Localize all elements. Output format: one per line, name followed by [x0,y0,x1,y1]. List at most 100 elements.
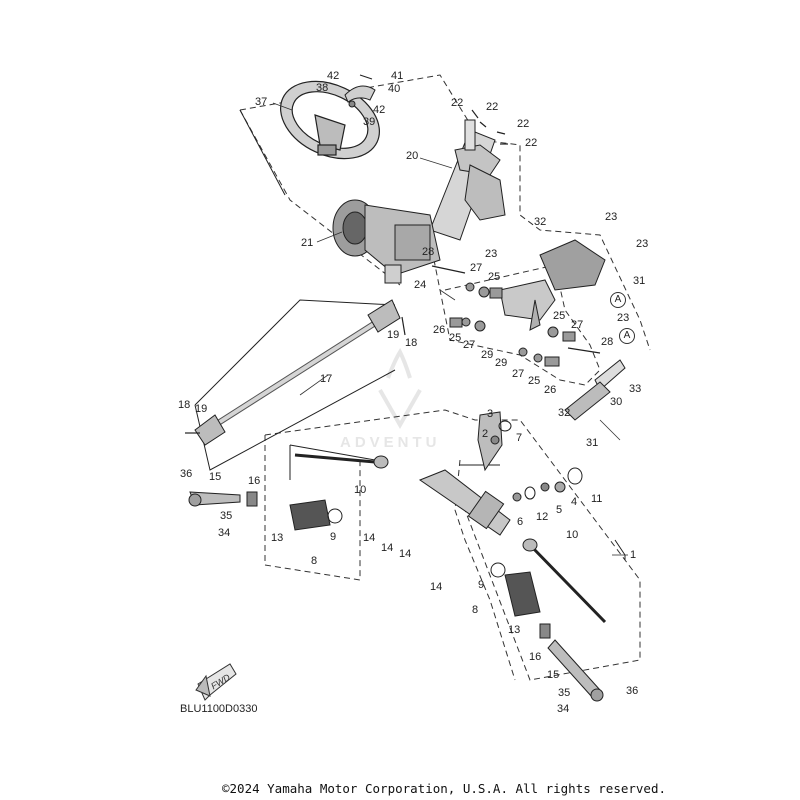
pedal-group-outline [429,239,601,386]
diagram-code: BLU1100D0330 [180,703,258,715]
callout-34: 34 [218,527,231,539]
callout-18: 18 [405,337,418,349]
callout-8: 8 [311,555,318,567]
reference-marker-a: A [610,292,626,308]
callout-29: 29 [495,357,508,369]
callout-28: 28 [601,336,614,348]
callout-33: 33 [629,383,642,395]
callout-22: 22 [451,97,464,109]
callout-8: 8 [472,604,479,616]
callout-26: 26 [544,384,557,396]
callout-32: 32 [534,216,547,228]
callout-15: 15 [547,669,560,681]
callout-27: 27 [463,339,476,351]
callout-21: 21 [301,237,314,249]
rack-boots [289,499,541,617]
callout-27: 27 [470,262,483,274]
callout-42: 42 [373,104,386,116]
callout-23: 23 [605,211,618,223]
callout-14: 14 [381,542,394,554]
bolts [185,109,601,434]
callout-34: 34 [557,703,570,715]
callout-24: 24 [414,279,427,291]
damper [564,359,626,421]
steering-wheel [280,80,380,160]
eps-unit [332,199,441,284]
callout-20: 20 [406,150,419,162]
callout-37: 37 [255,96,268,108]
callout-14: 14 [399,548,412,560]
callout-11: 11 [591,493,603,505]
tie-rods [294,453,607,624]
callout-22: 22 [486,101,499,113]
callout-35: 35 [220,510,233,522]
fwd-arrow: FWD [195,663,237,701]
callout-18: 18 [178,399,191,411]
callout-32: 32 [558,407,571,419]
rack-group-outline-left [264,435,361,581]
callout-15: 15 [209,471,222,483]
tie-rod-ends [188,491,604,702]
callout-6: 6 [517,516,524,528]
callout-2: 2 [482,428,489,440]
bushings [449,282,576,367]
callout-3: 3 [487,408,494,420]
washers [327,420,583,578]
callout-27: 27 [512,368,525,380]
callout-25: 25 [449,332,462,344]
leader-lines [272,102,628,556]
steering-column [429,119,506,241]
reference-marker-a: A [619,328,635,344]
copyright-notice: ©2024 Yamaha Motor Corporation, U.S.A. A… [222,781,667,796]
callout-9: 9 [330,531,337,543]
callout-7: 7 [516,432,523,444]
callout-27: 27 [571,319,584,331]
callout-19: 19 [387,329,400,341]
callout-13: 13 [271,532,284,544]
callout-16: 16 [248,475,261,487]
bushing-group-outline [444,264,601,371]
watermark-logo [378,347,422,430]
callout-5: 5 [556,504,563,516]
callout-17: 17 [320,373,333,385]
callout-30: 30 [610,396,623,408]
callout-41: 41 [391,70,404,82]
callout-25: 25 [553,310,566,322]
callout-28: 28 [422,246,435,258]
callout-16: 16 [529,651,542,663]
callout-36: 36 [626,685,639,697]
callout-10: 10 [354,484,367,496]
callout-39: 39 [363,116,376,128]
callout-42: 42 [327,70,340,82]
callout-31: 31 [633,275,646,287]
watermark-text: ADVENTU [340,434,441,451]
intermediate-shaft [194,299,401,446]
callout-26: 26 [433,324,446,336]
horn-cap [344,74,376,108]
callout-36: 36 [180,468,193,480]
callout-25: 25 [528,375,541,387]
callout-40: 40 [388,83,401,95]
callout-22: 22 [525,137,538,149]
column-group-outline-left [239,109,401,286]
callout-35: 35 [558,687,571,699]
callout-38: 38 [316,82,329,94]
steering-rack [418,411,511,536]
callout-12: 12 [536,511,549,523]
callout-10: 10 [566,529,579,541]
callout-23: 23 [485,248,498,260]
pedal-assembly [499,239,606,331]
callout-23: 23 [636,238,649,250]
callout-9: 9 [478,579,485,591]
callout-4: 4 [571,496,578,508]
callout-29: 29 [481,349,494,361]
group-brackets [194,109,626,560]
callout-19: 19 [195,403,208,415]
callout-14: 14 [363,532,376,544]
rack-group-outline [264,409,641,681]
callout-14: 14 [430,581,443,593]
callout-22: 22 [517,118,530,130]
callout-31: 31 [586,437,599,449]
callout-25: 25 [488,271,501,283]
